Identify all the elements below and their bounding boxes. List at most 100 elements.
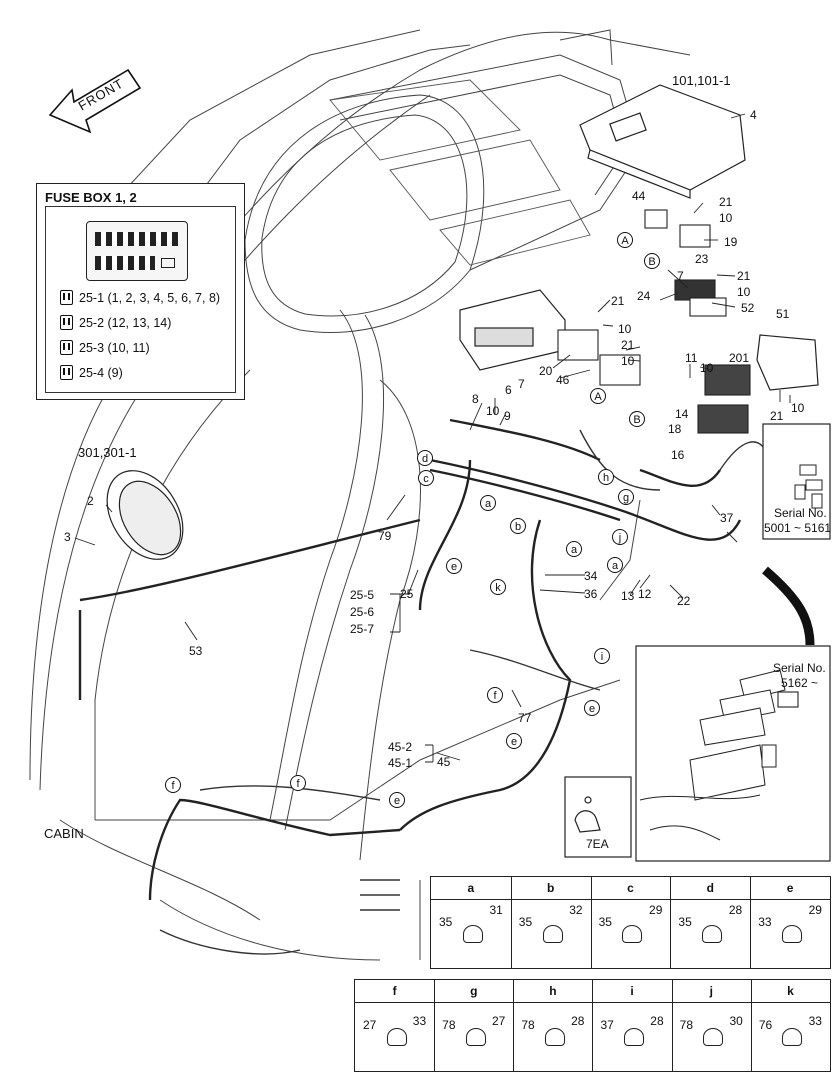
clip-icon [782, 1028, 803, 1046]
clip-part-b: 27 [491, 1014, 506, 1028]
fuse-icon [60, 290, 73, 305]
clip-part-b: 29 [808, 903, 822, 917]
svg-text:h: h [603, 472, 609, 484]
radio-unit [459, 289, 566, 371]
part-number-label: 10 [621, 354, 635, 368]
svg-text:e: e [589, 703, 595, 715]
clip-part-b: 29 [649, 903, 663, 917]
svg-text:k: k [495, 582, 501, 594]
part-number-label: 21 [611, 294, 625, 308]
svg-text:a: a [612, 560, 619, 572]
part-number-label: 36 [584, 587, 598, 601]
svg-text:A: A [621, 235, 629, 247]
part-number-label: 12 [638, 587, 652, 601]
label-25-5: 25-5 [350, 588, 375, 602]
clip-part-a: 78 [679, 1018, 694, 1032]
svg-text:j: j [618, 532, 621, 544]
part-number-label: 37 [720, 511, 734, 525]
fuse-row-25-3: 25-3 (10, 11) [60, 340, 150, 355]
clip-cell-b: b 35 32 [510, 877, 592, 968]
clip-header: k [750, 980, 830, 1003]
fuse-label-25-1: 25-1 (1, 2, 3, 4, 5, 6, 7, 8) [79, 290, 221, 305]
clip-part-a: 35 [518, 915, 533, 929]
part-number-label: 10 [719, 211, 733, 225]
label-101: 101,101-1 [672, 73, 731, 88]
part-number-label: 11 [685, 351, 698, 365]
clip-part-a: 37 [600, 1018, 614, 1032]
serial-a-label: Serial No. [774, 506, 827, 520]
part-number-label: 6 [505, 383, 512, 397]
part-number-label: 21 [621, 338, 635, 352]
label-301: 301,301-1 [78, 445, 137, 460]
part-number-label: 7 [518, 377, 525, 391]
clip-part-a: 35 [598, 915, 612, 929]
fuse-icon [60, 365, 73, 380]
svg-text:d: d [422, 453, 428, 465]
part-number-label: 44 [632, 189, 646, 203]
svg-text:g: g [623, 492, 629, 504]
part-number-label: 18 [668, 422, 682, 436]
part-number-label: 3 [64, 530, 71, 544]
label-45-1: 45-1 [388, 756, 413, 770]
fuse-icon [60, 340, 73, 355]
part-number-label: 9 [504, 409, 511, 423]
svg-text:c: c [423, 473, 429, 485]
part-number-label: 77 [518, 711, 532, 725]
part-number-label: 10 [700, 361, 714, 375]
clip-icon [542, 925, 563, 943]
svg-text:a: a [485, 498, 492, 510]
part-number-label: 53 [189, 644, 203, 658]
clip-icon [702, 925, 723, 943]
part-number-label: 25 [400, 587, 414, 601]
part-number-label: 10 [791, 401, 805, 415]
clip-icon [465, 1028, 486, 1046]
circle-markers: AB AB aa bc de hg ja ki fe ef fe [165, 232, 660, 808]
svg-text:i: i [601, 651, 603, 663]
part-number-label: 23 [695, 252, 709, 266]
clip-part-b: 32 [569, 903, 583, 917]
part-number-label: 14 [675, 407, 689, 421]
clip-header: g [434, 980, 514, 1003]
front-arrow [48, 68, 142, 134]
clip-part-b: 28 [650, 1014, 664, 1028]
svg-text:B: B [648, 256, 655, 268]
svg-text:e: e [451, 561, 457, 573]
clip-part-a: 27 [363, 1018, 377, 1032]
clip-header: h [513, 980, 593, 1003]
part-number-label: 21 [719, 195, 733, 209]
clip-part-b: 30 [729, 1014, 743, 1028]
clip-part-a: 35 [678, 915, 692, 929]
fuse-label-25-4: 25-4 (9) [79, 365, 123, 380]
serial-b-range: 5162 ~ [781, 676, 819, 690]
monitor [106, 470, 184, 560]
clip-icon [462, 925, 483, 943]
part-number-label: 79 [378, 529, 392, 543]
clip-header: b [510, 877, 591, 900]
clip-icon [386, 1028, 407, 1046]
svg-text:A: A [594, 391, 602, 403]
fuse-box-inner: 25-1 (1, 2, 3, 4, 5, 6, 7, 8) 25-2 (12, … [45, 206, 236, 393]
clip-icon [703, 1028, 724, 1046]
serial-a-range: 5001 ~ 5161 [764, 521, 832, 535]
part-number-label: 20 [539, 364, 553, 378]
svg-text:f: f [296, 778, 300, 790]
fuse-icon [60, 315, 73, 330]
part-number-label: 4 [750, 108, 757, 122]
fuse-row-25-1: 25-1 (1, 2, 3, 4, 5, 6, 7, 8) [60, 290, 220, 305]
main-harness [78, 418, 742, 901]
box-7ea-label: 7EA [586, 837, 609, 851]
fuse-box-title: FUSE BOX 1, 2 [45, 190, 137, 205]
part-number-label: 10 [618, 322, 632, 336]
clip-part-a: 78 [521, 1018, 535, 1032]
part-number-label: 21 [737, 269, 751, 283]
part-number-label: 7 [677, 269, 684, 283]
clip-header: c [590, 877, 671, 900]
fuse-block-illustration [86, 221, 188, 281]
